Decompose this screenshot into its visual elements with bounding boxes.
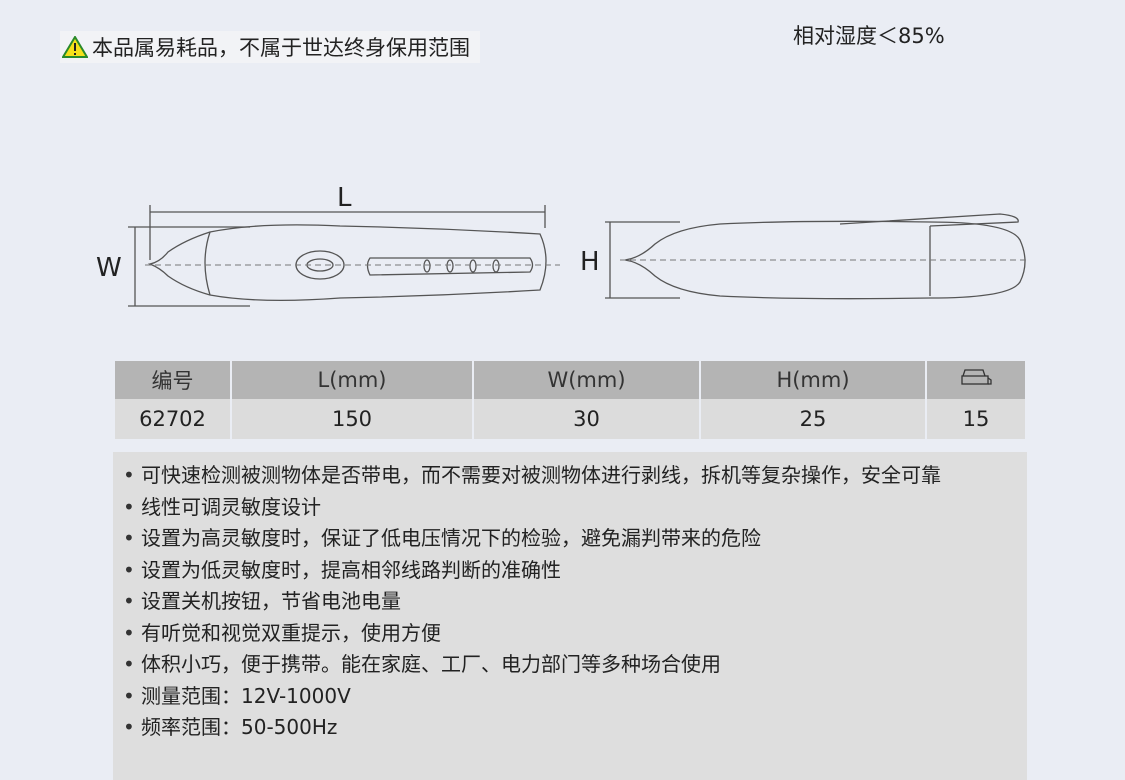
humidity-spec: 相对湿度＜85% bbox=[793, 24, 945, 48]
cell-length: 150 bbox=[232, 399, 472, 439]
features-box: 可快速检测被测物体是否带电，而不需要对被测物体进行剥线，拆机等复杂操作，安全可靠… bbox=[113, 452, 1027, 780]
table-row: 62702 150 30 25 15 bbox=[115, 399, 1025, 439]
warning-triangle-icon bbox=[62, 36, 88, 58]
feature-item: 线性可调灵敏度设计 bbox=[123, 492, 991, 524]
header-width: W(mm) bbox=[474, 361, 699, 399]
height-label: H bbox=[580, 247, 600, 277]
feature-item: 设置关机按钮，节省电池电量 bbox=[123, 586, 991, 618]
header-code: 编号 bbox=[115, 361, 230, 399]
feature-item: 频率范围：50-500Hz bbox=[123, 712, 991, 744]
length-label: L bbox=[337, 183, 352, 213]
feature-item: 有听觉和视觉双重提示，使用方便 bbox=[123, 618, 991, 650]
feature-item: 测量范围：12V-1000V bbox=[123, 681, 991, 713]
box-icon bbox=[961, 368, 992, 385]
header-height: H(mm) bbox=[701, 361, 925, 399]
cell-pack: 15 bbox=[927, 399, 1025, 439]
feature-item: 可快速检测被测物体是否带电，而不需要对被测物体进行剥线，拆机等复杂操作，安全可靠 bbox=[123, 460, 991, 492]
feature-item: 设置为高灵敏度时，保证了低电压情况下的检验，避免漏判带来的危险 bbox=[123, 523, 991, 555]
table-header-row: 编号 L(mm) W(mm) H(mm) bbox=[115, 361, 1025, 399]
feature-item: 体积小巧，便于携带。能在家庭、工厂、电力部门等多种场合使用 bbox=[123, 649, 991, 681]
cell-code: 62702 bbox=[115, 399, 230, 439]
feature-item: 设置为低灵敏度时，提高相邻线路判断的准确性 bbox=[123, 555, 991, 587]
warning-text: 本品属易耗品，不属于世达终身保用范围 bbox=[92, 36, 470, 60]
header-pack bbox=[927, 361, 1025, 399]
cell-height: 25 bbox=[701, 399, 925, 439]
warning-note: 本品属易耗品，不属于世达终身保用范围 bbox=[60, 31, 480, 63]
header-length: L(mm) bbox=[232, 361, 472, 399]
features-list: 可快速检测被测物体是否带电，而不需要对被测物体进行剥线，拆机等复杂操作，安全可靠… bbox=[123, 460, 1027, 744]
spec-table: 编号 L(mm) W(mm) H(mm) 62702 150 30 25 15 bbox=[113, 361, 1027, 439]
width-label: W bbox=[96, 253, 122, 283]
dimension-drawing: L W H bbox=[96, 183, 1030, 307]
cell-width: 30 bbox=[474, 399, 699, 439]
